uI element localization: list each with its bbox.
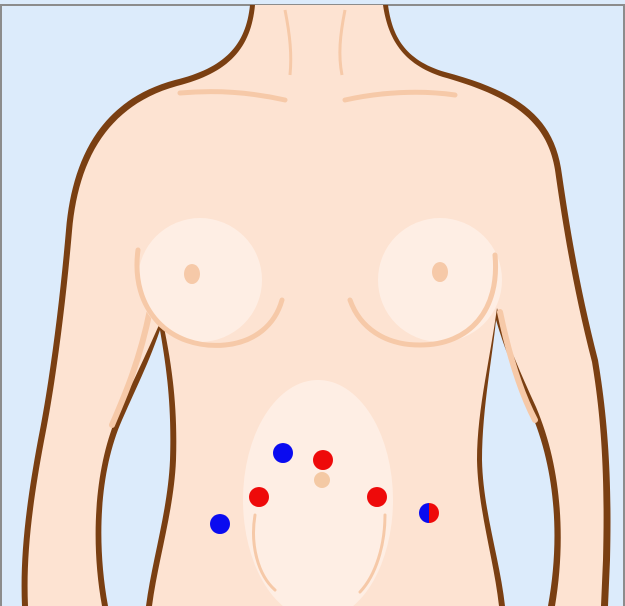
navel — [314, 472, 330, 488]
marker-red-upper-right-of-navel — [313, 450, 333, 470]
marker-dot — [367, 487, 387, 507]
marker-split-lower-right — [419, 503, 439, 523]
marker-dot — [313, 450, 333, 470]
marker-dot — [210, 514, 230, 534]
marker-red-right — [367, 487, 387, 507]
right-nipple — [432, 262, 448, 282]
marker-red-left — [249, 487, 269, 507]
marker-blue-lower-left — [210, 514, 230, 534]
marker-dot — [273, 443, 293, 463]
marker-blue-upper-center — [273, 443, 293, 463]
marker-dot — [249, 487, 269, 507]
left-nipple — [184, 264, 200, 284]
